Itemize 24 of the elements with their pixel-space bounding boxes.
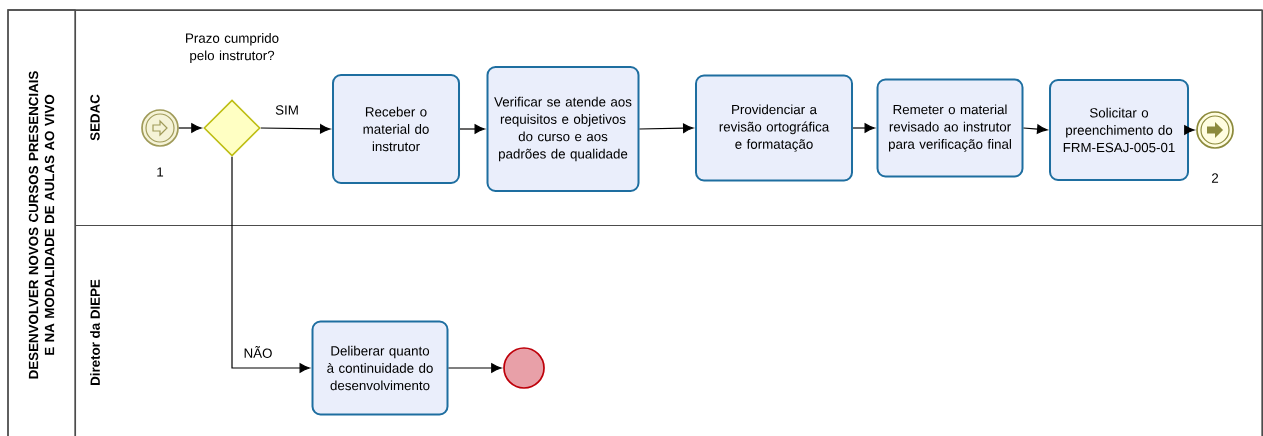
event-label: 1 <box>157 167 164 177</box>
arrow <box>231 156 310 373</box>
task-box: Remeter o material revisado ao instrutor para verificação final <box>876 78 1024 178</box>
event-label: Prazo cumprido pelo instrutor? <box>186 33 279 63</box>
task-box: Receber o material do instrutor <box>332 74 460 184</box>
edge-label: NÃO <box>242 344 274 360</box>
event-label: 2 <box>1211 173 1219 183</box>
task-box: Providenciar a revisão ortográfica e formatação <box>695 74 853 182</box>
task-box: Deliberar quanto à continuidade do desenvolvimento <box>311 320 449 416</box>
task-box: Solicitar o preenchimento do FRM-ESAJ-005-01 <box>1049 79 1189 181</box>
arrow <box>178 123 202 133</box>
task-box: Verificar se atende aos requisitos e objetivos do curso e aos padrões de qualidade <box>486 66 640 192</box>
gateway-diamond <box>203 99 261 157</box>
arrow <box>1184 125 1195 135</box>
arrow <box>638 123 694 133</box>
arrow <box>1022 124 1048 134</box>
start-event <box>141 109 179 147</box>
edge-label: SIM <box>273 103 301 117</box>
arrow <box>852 123 875 133</box>
end-event <box>503 347 545 389</box>
arrow <box>260 124 331 134</box>
end-event <box>1196 111 1234 149</box>
arrow <box>447 363 502 373</box>
arrow <box>459 124 485 134</box>
